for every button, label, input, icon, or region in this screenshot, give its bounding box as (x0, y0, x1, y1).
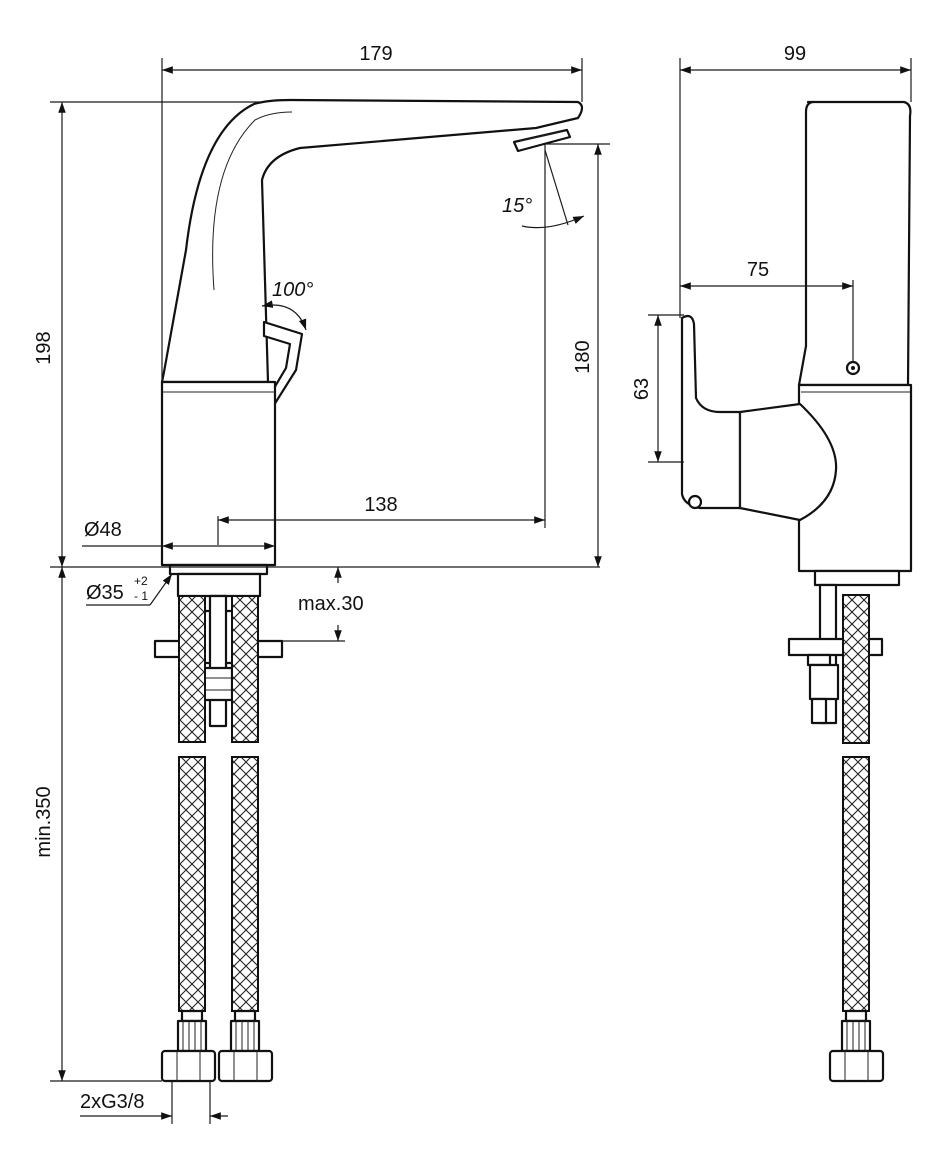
dim-side-width: 99 (784, 43, 806, 65)
hose-left-upper (178, 595, 206, 743)
side-spout (797, 100, 912, 387)
spout-body (160, 98, 584, 384)
dim-lever-height: 63 (631, 378, 653, 400)
base-ring (168, 563, 269, 576)
spout-highlight (212, 111, 293, 291)
dim-aerator-angle: 15° (502, 195, 532, 217)
dim-hole-diameter: Ø35 (86, 582, 124, 604)
dim-lever-angle: 100° (272, 279, 313, 301)
dim-total-height: 198 (33, 331, 55, 364)
dim-hole-tol-plus: +2 (134, 574, 148, 588)
side-lever (680, 314, 742, 510)
dim-front-width: 179 (359, 43, 392, 65)
front-view (153, 98, 584, 1083)
side-cartridge (738, 402, 838, 522)
side-hose-upper (842, 594, 870, 744)
dim-spout-height: 180 (572, 340, 594, 373)
dim-connection: 2xG3/8 (80, 1091, 144, 1113)
side-connector (828, 1049, 885, 1083)
nut (202, 666, 234, 702)
dim-max-thickness: max.30 (298, 593, 364, 615)
dim-hose-length: min.350 (33, 786, 55, 857)
threaded-rod (208, 594, 228, 728)
side-dimensions: 99 75 63 (631, 43, 912, 463)
hose-left-lower (178, 756, 206, 1012)
hose-right-upper (231, 595, 259, 743)
hose-right-lower (231, 756, 259, 1012)
dim-spout-reach: 138 (364, 494, 397, 516)
dim-base-diameter: Ø48 (84, 519, 122, 541)
dim-hole-tol-minus: - 1 (134, 589, 148, 603)
connector-right (217, 1049, 274, 1083)
dim-lever-reach: 75 (747, 259, 769, 281)
side-hose-lower (842, 756, 870, 1012)
connector-left (160, 1049, 217, 1083)
front-dimensions: 179 198 180 138 Ø48 Ø35 +2 - 1 max.30 mi… (33, 43, 610, 1124)
side-view (680, 100, 913, 1083)
